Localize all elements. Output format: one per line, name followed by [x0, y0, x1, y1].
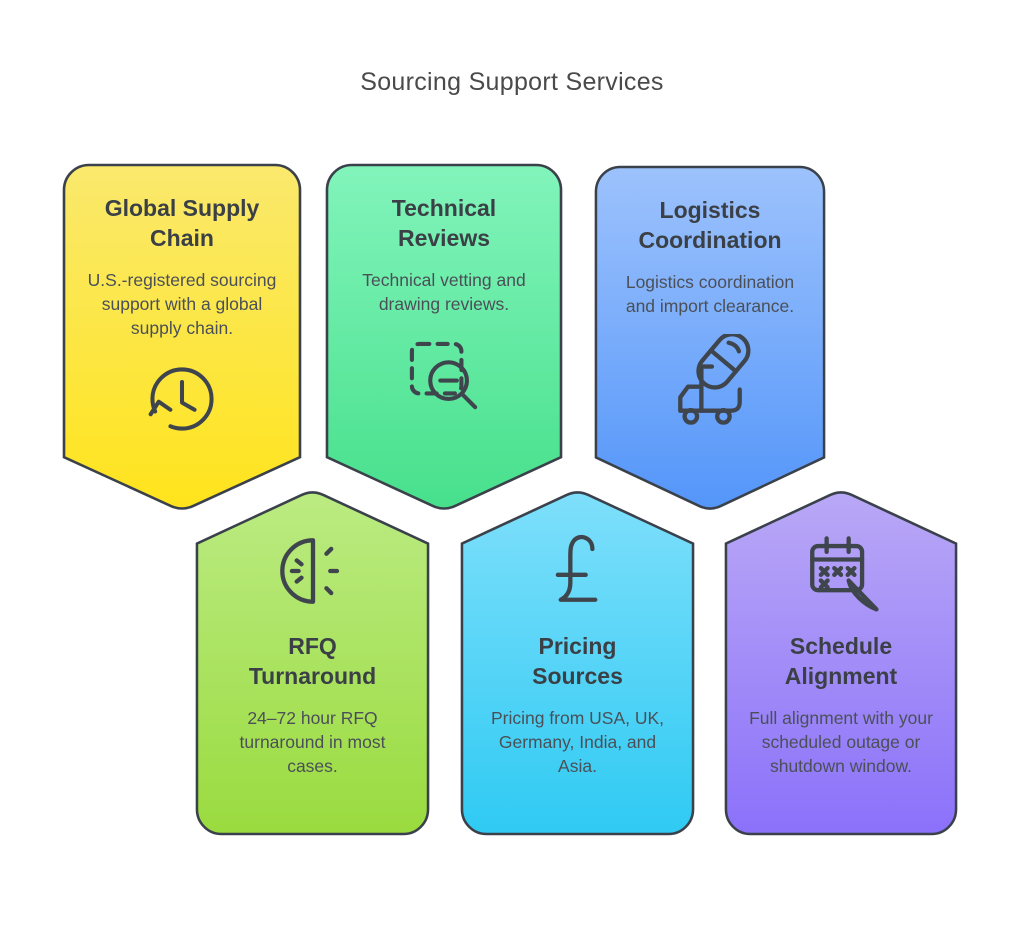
card-title: Logistics Coordination: [638, 197, 782, 254]
pound-sterling-icon: [555, 534, 597, 602]
banner-shape-down: [594, 165, 826, 510]
card-description: U.S.-registered sourcing support with a …: [87, 269, 277, 338]
calendar-pen-icon: [810, 536, 879, 612]
card-description: Logistics coordination and import cleara…: [625, 271, 795, 316]
zoom-search-icon: [409, 341, 478, 410]
banner-shape-up: [724, 491, 958, 836]
card-title: RFQ Turnaround: [248, 633, 377, 690]
card-title: Global Supply Chain: [104, 195, 260, 252]
card-logistics-coordination: Logistics Coordination Logistics coordin…: [594, 165, 826, 512]
card-global-supply-chain: Global Supply Chain U.S.-registered sour…: [62, 163, 302, 512]
card-title: Schedule Alignment: [784, 633, 898, 690]
half-clock-timer-icon: [279, 538, 339, 604]
banner-shape-down: [325, 163, 563, 510]
page-title: Sourcing Support Services: [360, 68, 664, 96]
card-description: Pricing from USA, UK, Germany, India, an…: [490, 707, 665, 776]
card-description: 24–72 hour RFQ turnaround in most cases.: [239, 707, 386, 776]
banner-shape-up: [195, 491, 430, 836]
card-pricing-sources: Pricing Sources Pricing from USA, UK, Ge…: [460, 489, 695, 836]
card-rfq-turnaround: RFQ Turnaround 24–72 hour RFQ turnaround…: [195, 489, 430, 836]
banner-shape-up: [460, 491, 695, 836]
banner-shape-down: [62, 163, 302, 510]
card-title: Pricing Sources: [532, 633, 623, 690]
card-schedule-alignment: Schedule Alignment Full alignment with y…: [724, 489, 958, 836]
card-description: Full alignment with your scheduled outag…: [749, 707, 933, 776]
card-technical-reviews: Technical Reviews Technical vetting and …: [325, 163, 563, 512]
card-title: Technical Reviews: [391, 195, 497, 252]
history-clock-icon: [148, 367, 214, 431]
delivery-truck-capsule-icon: [678, 334, 751, 425]
card-description: Technical vetting and drawing reviews.: [362, 269, 526, 314]
